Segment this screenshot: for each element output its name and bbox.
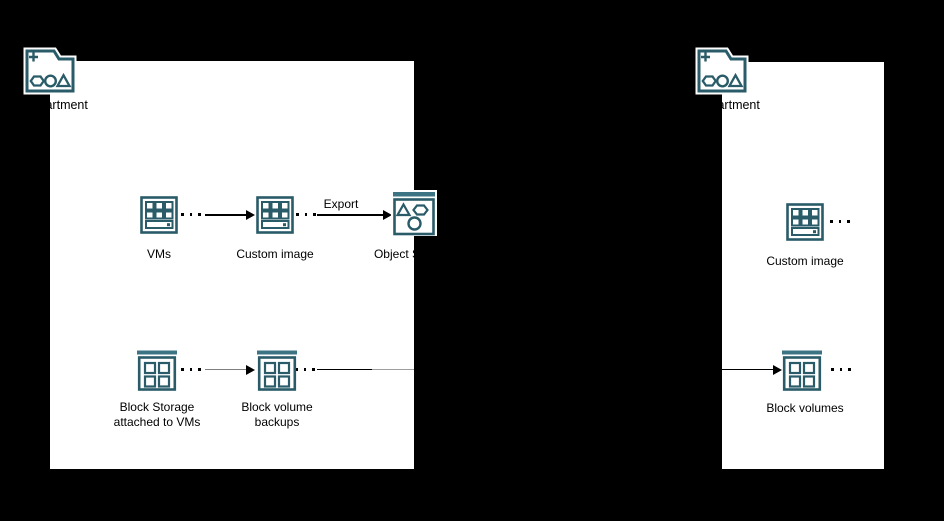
custom-image-label: Custom image bbox=[236, 247, 314, 261]
custom-image-icon bbox=[256, 196, 294, 237]
arrowhead-icon bbox=[773, 365, 782, 375]
block-volume-backups-label-line1: Block volume bbox=[241, 400, 313, 414]
block-volumes-icon bbox=[782, 350, 822, 394]
ellipsis-icon bbox=[830, 220, 850, 223]
export-edge-label: Export bbox=[323, 197, 359, 211]
right-custom-image-label: Custom image bbox=[766, 254, 844, 268]
block-storage-label-line2: attached to VMs bbox=[113, 415, 201, 429]
right-compartment-label: Compartment bbox=[684, 98, 760, 112]
arrow-vms-to-custom-image bbox=[205, 214, 248, 216]
arrowhead-icon bbox=[246, 210, 255, 220]
ellipsis-icon bbox=[295, 368, 315, 371]
block-volume-backups-label-line2: backups bbox=[254, 415, 300, 429]
line-backups-gray-segment bbox=[372, 369, 414, 371]
block-volume-backups-label: Block volume backups bbox=[241, 400, 312, 430]
vms-label: VMs bbox=[147, 247, 171, 261]
right-compartment-panel bbox=[722, 62, 884, 469]
ellipsis-icon bbox=[831, 368, 851, 371]
left-compartment-label: Compartment bbox=[12, 98, 88, 112]
arrowhead-icon bbox=[246, 365, 255, 375]
object-storage-label: Object Storage bbox=[373, 247, 455, 261]
compartment-icon bbox=[23, 47, 77, 98]
ellipsis-icon bbox=[181, 213, 201, 216]
left-compartment-panel bbox=[50, 61, 414, 469]
compartment-icon bbox=[695, 47, 749, 98]
object-storage-icon bbox=[391, 190, 437, 239]
custom-image-icon bbox=[786, 203, 824, 244]
block-storage-label: Block Storage attached to VMs bbox=[114, 400, 201, 430]
ellipsis-icon bbox=[296, 213, 316, 216]
ellipsis-icon bbox=[181, 368, 201, 371]
block-storage-icon bbox=[137, 350, 177, 394]
block-volume-backups-icon bbox=[257, 350, 297, 394]
arrow-export bbox=[317, 214, 384, 216]
block-storage-label-line1: Block Storage bbox=[119, 400, 195, 414]
vms-icon bbox=[140, 196, 178, 237]
arrowhead-icon bbox=[383, 210, 392, 220]
arrow-blockstorage-to-backups bbox=[205, 369, 248, 371]
block-volumes-label: Block volumes bbox=[766, 401, 844, 415]
line-backups-to-block-volumes bbox=[317, 369, 774, 371]
